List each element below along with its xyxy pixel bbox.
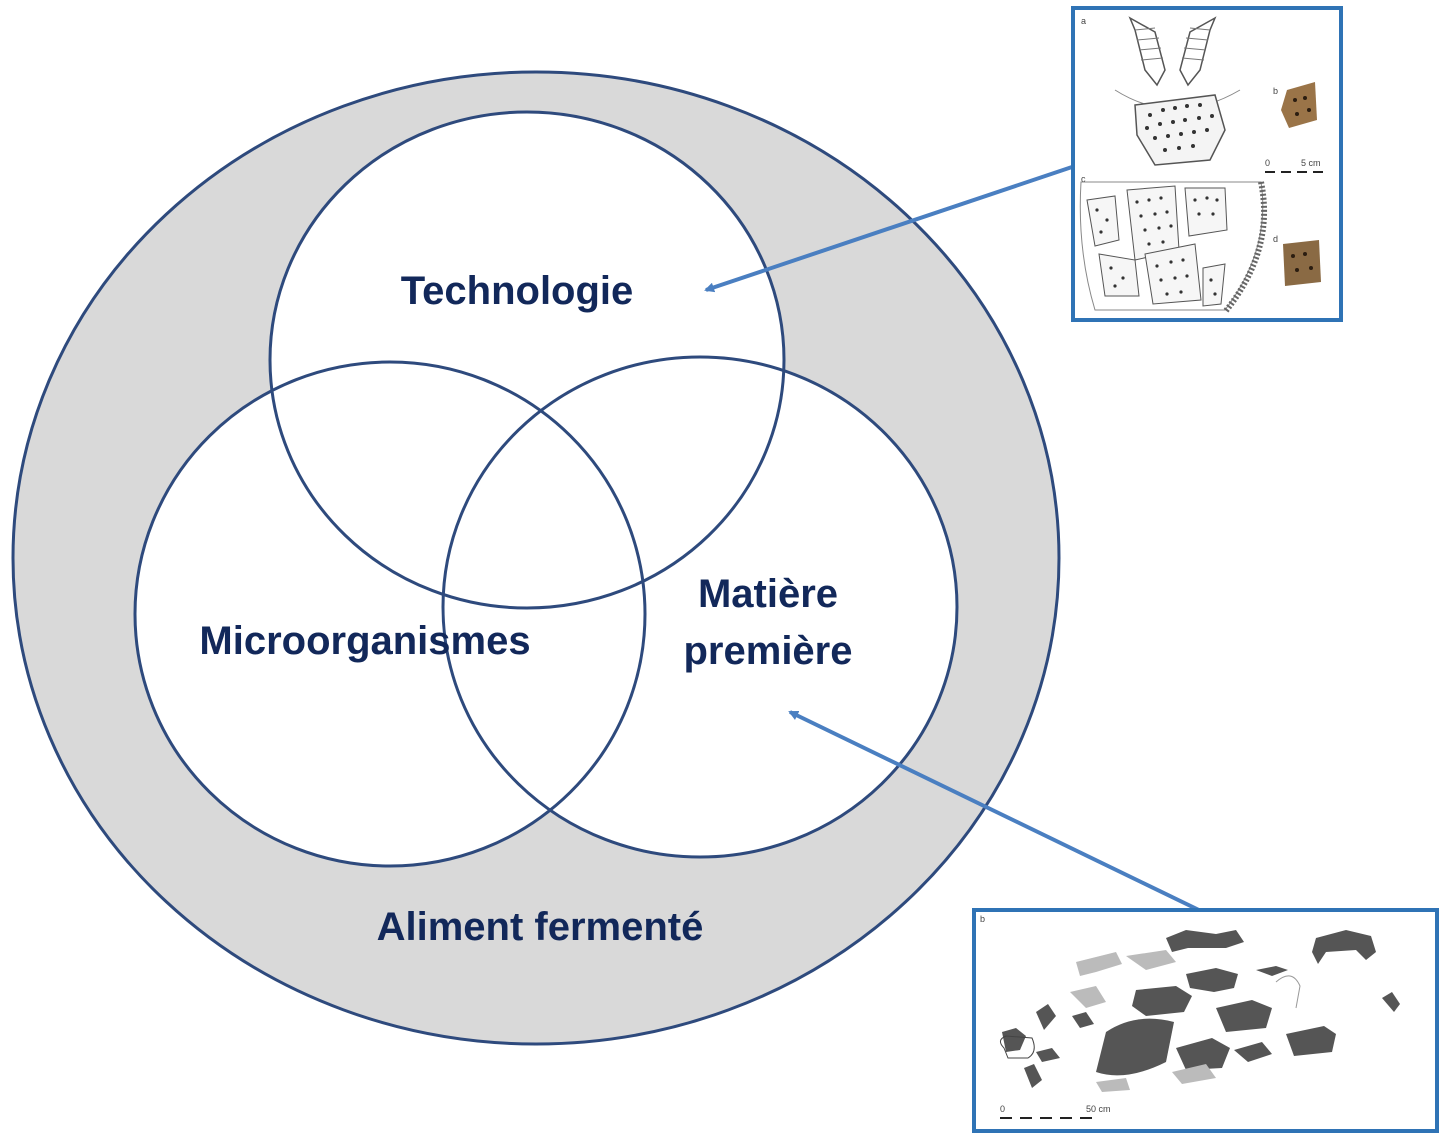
panel-letter-c: c (1081, 174, 1086, 184)
circle-matiere-premiere (441, 355, 959, 859)
label-technologie: Technologie (401, 269, 634, 313)
circle-technologie (268, 110, 786, 610)
rock-art-cattle-drawing-icon: b 0 50 cm (980, 914, 1400, 1119)
rock-art-image-frame: b 0 50 cm (972, 908, 1439, 1133)
panel-letter-b: b (1273, 86, 1278, 96)
panel-letter-a: a (1081, 16, 1086, 26)
label-microorganismes: Microorganismes (199, 619, 530, 663)
arrow-to-matiere-premiere (788, 710, 1204, 914)
circle-microorganismes (133, 360, 647, 868)
label-matiere-line2: première (684, 629, 853, 673)
panel-letter-b-bottom: b (980, 914, 985, 924)
label-aliment-fermente: Aliment fermenté (377, 905, 704, 949)
arrow-to-technologie (704, 165, 1073, 293)
top-scale-zero: 0 (1265, 158, 1270, 168)
pottery-fragments-drawing-icon: a b 0 5 cm c (1079, 16, 1329, 314)
bottom-scale-zero: 0 (1000, 1104, 1005, 1114)
label-matiere-line1: Matière (698, 572, 838, 616)
panel-letter-d: d (1273, 234, 1278, 244)
bottom-scale-unit: 50 cm (1086, 1104, 1111, 1114)
pottery-image-frame: a b 0 5 cm c (1071, 6, 1343, 322)
top-scale-unit: 5 cm (1301, 158, 1321, 168)
